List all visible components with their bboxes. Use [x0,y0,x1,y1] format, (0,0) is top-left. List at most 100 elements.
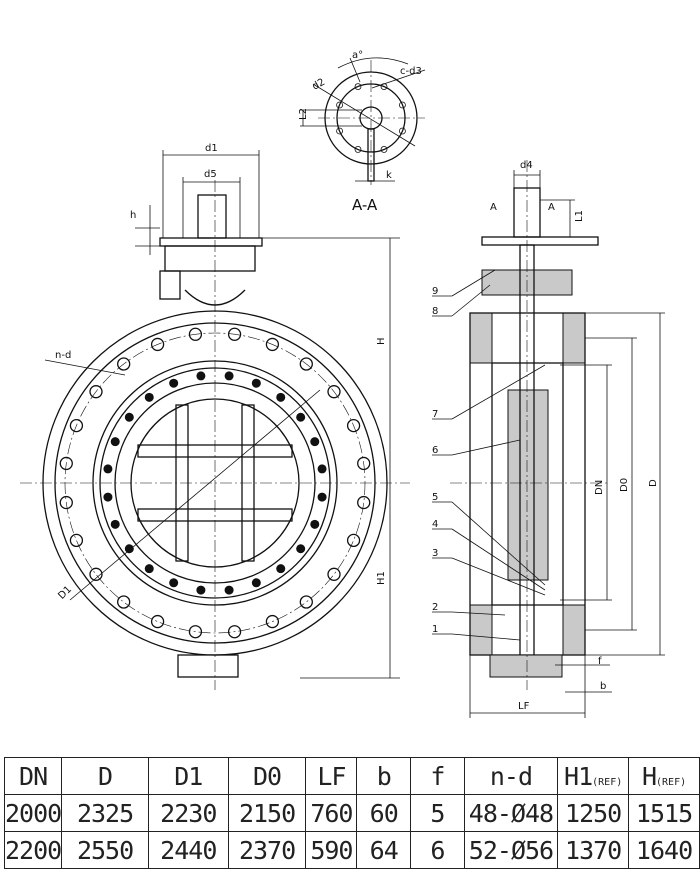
ref-suffix: (REF) [656,776,687,788]
D0-label: D0 [619,478,630,492]
header-cell: DN [3,757,63,795]
flange-bolt-hole [188,625,203,639]
seal-bolt [169,578,179,588]
flange-bolt-hole [69,533,84,548]
table-cell: 5 [410,794,465,832]
seal-bolt [196,371,206,381]
b-label: b [600,681,606,692]
seal-bolt [224,371,234,381]
d1-label: d1 [205,143,218,154]
part-leader [451,284,491,317]
table-cell: 2150 [227,794,307,832]
front-view: d1 d5 h H H1 n-d D1 [20,143,410,690]
part-number-6: 6 [432,445,438,456]
seal-bolt [110,519,120,529]
header-cell: H(REF) [628,757,700,795]
seal-bolt [169,378,179,388]
table-cell: 2370 [227,831,307,869]
seal-bolt [310,519,320,529]
section-a-a: a° c-d3 d2 L2 k A-A [298,50,426,214]
h1-header: H1 [564,761,593,791]
dimension-table: DN D D1 D0 LF b f n-d H1(REF) H(REF) 200… [3,757,700,869]
a-left-label: A [490,202,497,213]
part-leader [451,633,521,641]
part-leader [451,364,546,420]
a-right-label: A [548,202,555,213]
H1-label: H1 [376,571,387,585]
flange-bolt-hole [299,357,313,371]
seal-bolt [103,492,113,502]
table-cell: 64 [356,831,412,869]
table-cell: 52-Ø56 [463,831,559,869]
actuator-bolt-hole [380,83,388,90]
LF-label: LF [518,701,530,712]
part-leader [451,557,546,596]
flange-bolt-hole [357,495,371,510]
table-cell: 2230 [147,794,229,832]
H-label: H [376,337,387,345]
part-number-9: 9 [432,286,438,297]
flange-bolt-hole [346,533,361,548]
table-cell: 1640 [628,831,700,869]
table-header-row: DN D D1 D0 LF b f n-d H1(REF) H(REF) [3,757,700,795]
table-cell: 2000 [3,794,62,832]
part-leader [451,439,521,456]
table-cell: 60 [356,794,412,832]
header-cell: f [410,757,465,795]
flange-bolt-hole [299,595,313,609]
header-cell: D [61,757,149,795]
flange-bolt-hole [89,567,103,581]
part-number-3: 3 [432,548,438,559]
table-cell: 2550 [61,831,149,869]
seal-bolt [317,464,327,474]
part-leader [451,269,496,297]
flange-bolt-hole [327,567,341,581]
flange-bolt-hole [346,418,361,433]
flange-bolt-hole [89,385,103,399]
flange-bolt-hole [227,327,242,341]
part-number-8: 8 [432,306,438,317]
seal-bolt [144,392,154,402]
actuator-bolt-hole [399,101,406,109]
actuator-bolt-hole [354,83,362,90]
seal-bolt [124,412,134,422]
table-cell: 1250 [557,794,630,832]
flange-bolt-hole [59,495,73,510]
table-cell: 590 [305,831,358,869]
table-cell: 48-Ø48 [463,794,559,832]
k-label: k [386,170,392,181]
h-label: h [130,210,136,221]
header-cell: H1(REF) [557,757,630,795]
seal-bolt [251,378,261,388]
seal-bolt [310,437,320,447]
actuator-bolt-hole [399,127,406,135]
seal-bolt [296,544,306,554]
nd-label: n-d [55,350,71,361]
flange-bolt-hole [117,357,131,371]
part-number-2: 2 [432,602,438,613]
table-cell: 1370 [557,831,630,869]
table-cell: 760 [305,794,358,832]
seal-bolt [124,544,134,554]
actuator-bolt-hole [336,101,343,109]
flange-bolt-hole [117,595,131,609]
seal-bolt [276,564,286,574]
seal-bolt [251,578,261,588]
flange-bolt-hole [150,614,165,629]
table-cell: 2440 [147,831,229,869]
valve-drawing: a° c-d3 d2 L2 k A-A d1 d5 h [20,50,665,718]
d4-label: d4 [520,160,533,171]
flange-bolt-hole [150,337,165,352]
header-cell: D1 [147,757,229,795]
seal-bolt [296,412,306,422]
actuator-bolt-hole [380,146,388,153]
actuator-bolt-hole [354,146,362,153]
angle-label: a° [352,50,363,61]
table-cell: 2325 [61,794,149,832]
seal-bolt [224,585,234,595]
part-leader [451,528,546,591]
part-leader [451,501,546,586]
seal-bolt [276,392,286,402]
part-number-7: 7 [432,409,438,420]
